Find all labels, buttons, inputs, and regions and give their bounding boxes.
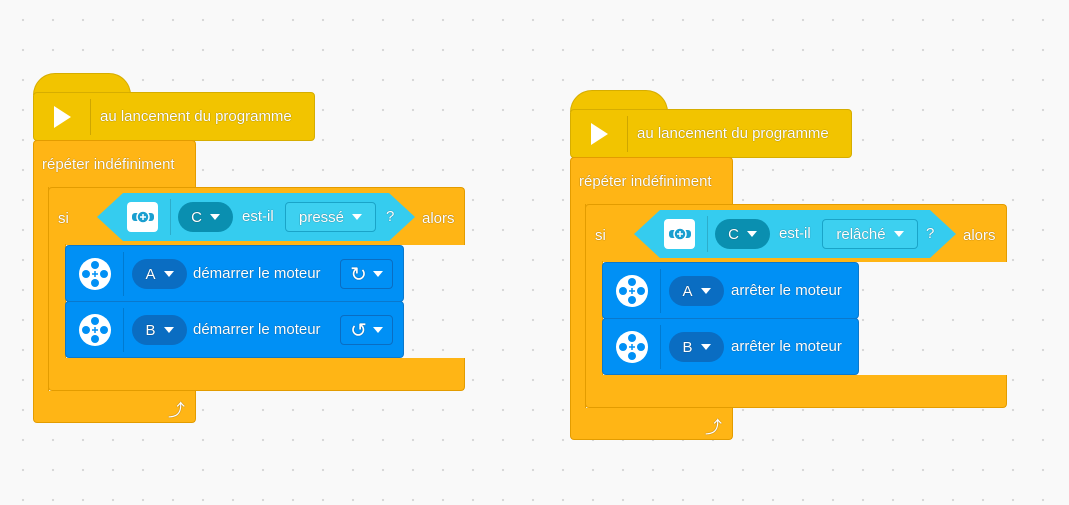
button-released-condition[interactable]: C est-il relâché ?	[634, 210, 956, 258]
chevron-down-icon	[700, 344, 711, 350]
motor-icon	[616, 275, 648, 307]
motor-port-dropdown[interactable]: A	[669, 276, 724, 306]
is-label: est-il	[242, 208, 274, 225]
question-mark: ?	[926, 225, 935, 242]
chevron-down-icon	[163, 271, 174, 277]
motor-port-value: A	[682, 282, 693, 300]
repeat-footer: ⤴	[33, 391, 196, 423]
motor-icon	[79, 258, 111, 290]
counterclockwise-icon: ↺	[350, 319, 367, 342]
motor-port-dropdown[interactable]: B	[669, 332, 724, 362]
state-dropdown[interactable]: pressé	[285, 202, 376, 232]
port-value: C	[728, 225, 739, 243]
motor-port-value: B	[145, 321, 156, 339]
motor-label: arrêter le moteur	[731, 338, 842, 355]
hat-label: au lancement du programme	[100, 108, 292, 125]
clockwise-icon: ↻	[350, 263, 367, 286]
chevron-down-icon	[210, 214, 220, 220]
is-label: est-il	[779, 225, 811, 242]
hat-block-start[interactable]: au lancement du programme	[570, 109, 852, 158]
direction-dropdown[interactable]: ↻	[340, 259, 393, 289]
state-value: pressé	[298, 208, 345, 226]
direction-dropdown[interactable]: ↺	[340, 315, 393, 345]
chevron-down-icon	[372, 271, 383, 277]
repeat-arm	[570, 204, 586, 410]
motor-label: arrêter le moteur	[731, 282, 842, 299]
motor-port-value: B	[682, 338, 693, 356]
motor-port-dropdown[interactable]: B	[132, 315, 187, 345]
repeat-label: répéter indéfiniment	[42, 156, 175, 173]
repeat-footer: ⤴	[570, 408, 733, 440]
motor-label: démarrer le moteur	[193, 265, 321, 282]
stop-motor-block[interactable]: B arrêter le moteur	[602, 318, 859, 375]
if-footer	[48, 358, 465, 391]
if-footer	[585, 375, 1007, 408]
if-arm	[585, 261, 603, 376]
motor-label: démarrer le moteur	[193, 321, 321, 338]
force-sensor-icon	[127, 202, 158, 232]
repeat-forever-block[interactable]: répéter indéfiniment	[33, 140, 196, 188]
button-pressed-condition[interactable]: C est-il pressé ?	[97, 193, 415, 241]
motor-port-dropdown[interactable]: A	[132, 259, 187, 289]
play-icon	[591, 123, 608, 145]
start-motor-block[interactable]: B démarrer le moteur ↺	[65, 301, 404, 358]
motor-icon	[79, 314, 111, 346]
chevron-down-icon	[700, 288, 711, 294]
if-label: si	[595, 227, 606, 244]
chevron-down-icon	[163, 327, 174, 333]
repeat-forever-block[interactable]: répéter indéfiniment	[570, 157, 733, 205]
chevron-down-icon	[894, 231, 904, 237]
repeat-label: répéter indéfiniment	[579, 173, 712, 190]
repeat-arm	[33, 187, 49, 393]
loop-arrow-icon: ⤴	[705, 418, 722, 437]
port-dropdown[interactable]: C	[178, 202, 233, 232]
stop-motor-block[interactable]: A arrêter le moteur	[602, 262, 859, 319]
port-dropdown[interactable]: C	[715, 219, 770, 249]
if-label: si	[58, 210, 69, 227]
hat-block-start[interactable]: au lancement du programme	[33, 92, 315, 141]
chevron-down-icon	[352, 214, 362, 220]
loop-arrow-icon: ⤴	[168, 401, 185, 420]
then-label: alors	[963, 227, 996, 244]
state-dropdown[interactable]: relâché	[822, 219, 918, 249]
motor-port-value: A	[145, 265, 156, 283]
start-motor-block[interactable]: A démarrer le moteur ↻	[65, 245, 404, 302]
hat-label: au lancement du programme	[637, 125, 829, 142]
play-icon	[54, 106, 71, 128]
chevron-down-icon	[747, 231, 757, 237]
state-value: relâché	[836, 225, 886, 243]
port-value: C	[191, 208, 202, 226]
force-sensor-icon	[664, 219, 695, 249]
question-mark: ?	[386, 208, 395, 225]
if-arm	[48, 244, 66, 359]
then-label: alors	[422, 210, 455, 227]
chevron-down-icon	[372, 327, 383, 333]
motor-icon	[616, 331, 648, 363]
